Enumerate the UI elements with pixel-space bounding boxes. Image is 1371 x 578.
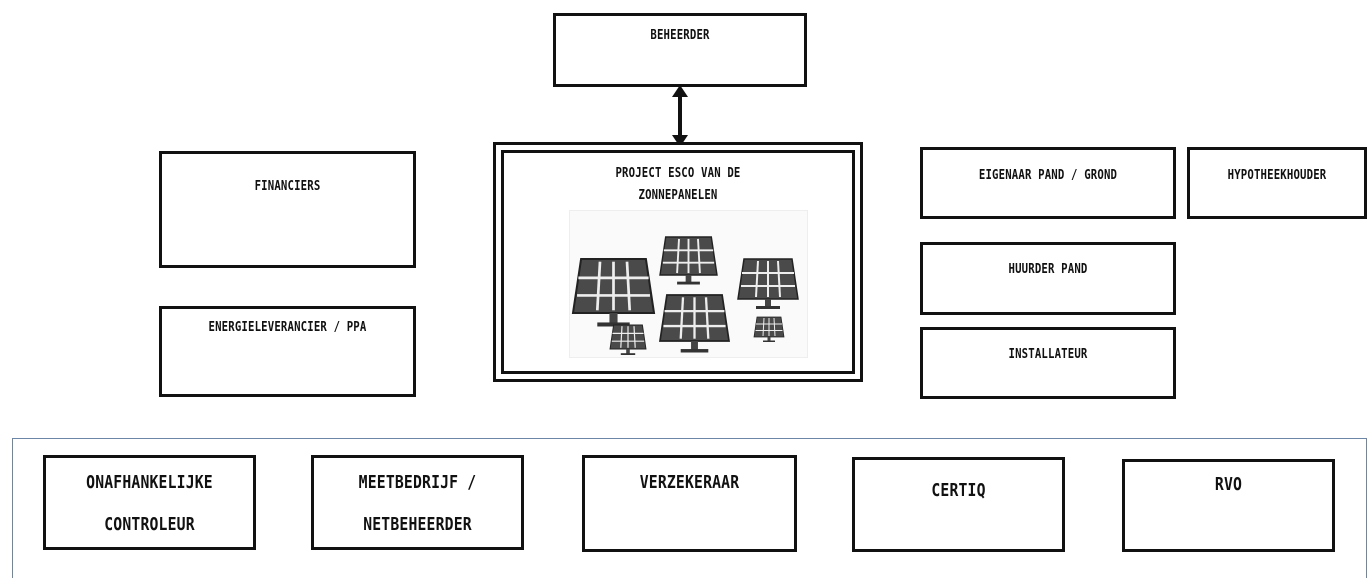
meetbedrijf-label-line1: MEETBEDRIJF /: [358, 472, 477, 493]
eigenaar-box: EIGENAAR PAND / GROND: [920, 147, 1176, 219]
double-arrow-icon: [672, 85, 688, 147]
huurder-box: HUURDER PAND: [920, 242, 1176, 315]
installateur-box: INSTALLATEUR: [920, 327, 1176, 399]
energieleverancier-box: ENERGIELEVERANCIER / PPA: [159, 306, 416, 397]
installateur-label: INSTALLATEUR: [1008, 347, 1088, 362]
energieleverancier-label: ENERGIELEVERANCIER / PPA: [208, 320, 367, 335]
esco-label-line1: PROJECT ESCO VAN DE: [615, 166, 741, 181]
rvo-label: RVO: [1214, 474, 1243, 495]
financiers-label: FINANCIERS: [254, 179, 321, 194]
meetbedrijf-box: MEETBEDRIJF / NETBEHEERDER: [311, 455, 524, 550]
beheerder-box: BEHEERDER: [553, 13, 807, 87]
beheerder-label: BEHEERDER: [650, 28, 710, 43]
financiers-box: FINANCIERS: [159, 151, 416, 268]
onafhankelijke-label-line1: ONAFHANKELIJKE: [86, 472, 213, 493]
hypotheekhouder-label: HYPOTHEEKHOUDER: [1227, 168, 1327, 183]
hypotheekhouder-box: HYPOTHEEKHOUDER: [1187, 147, 1367, 219]
onafhankelijke-controleur-box: ONAFHANKELIJKE CONTROLEUR: [43, 455, 256, 550]
onafhankelijke-label-line2: CONTROLEUR: [104, 514, 195, 535]
verzekeraar-box: VERZEKERAAR: [582, 455, 797, 552]
rvo-box: RVO: [1122, 459, 1335, 552]
verzekeraar-label: VERZEKERAAR: [639, 472, 740, 493]
solar-panels-icon: [569, 210, 808, 358]
certiq-box: CERTIQ: [852, 457, 1065, 552]
meetbedrijf-label-line2: NETBEHEERDER: [363, 514, 472, 535]
esco-label-line2: ZONNEPANELEN: [638, 188, 718, 203]
certiq-label: CERTIQ: [931, 480, 986, 501]
eigenaar-label: EIGENAAR PAND / GROND: [978, 168, 1118, 183]
huurder-label: HUURDER PAND: [1008, 262, 1088, 277]
